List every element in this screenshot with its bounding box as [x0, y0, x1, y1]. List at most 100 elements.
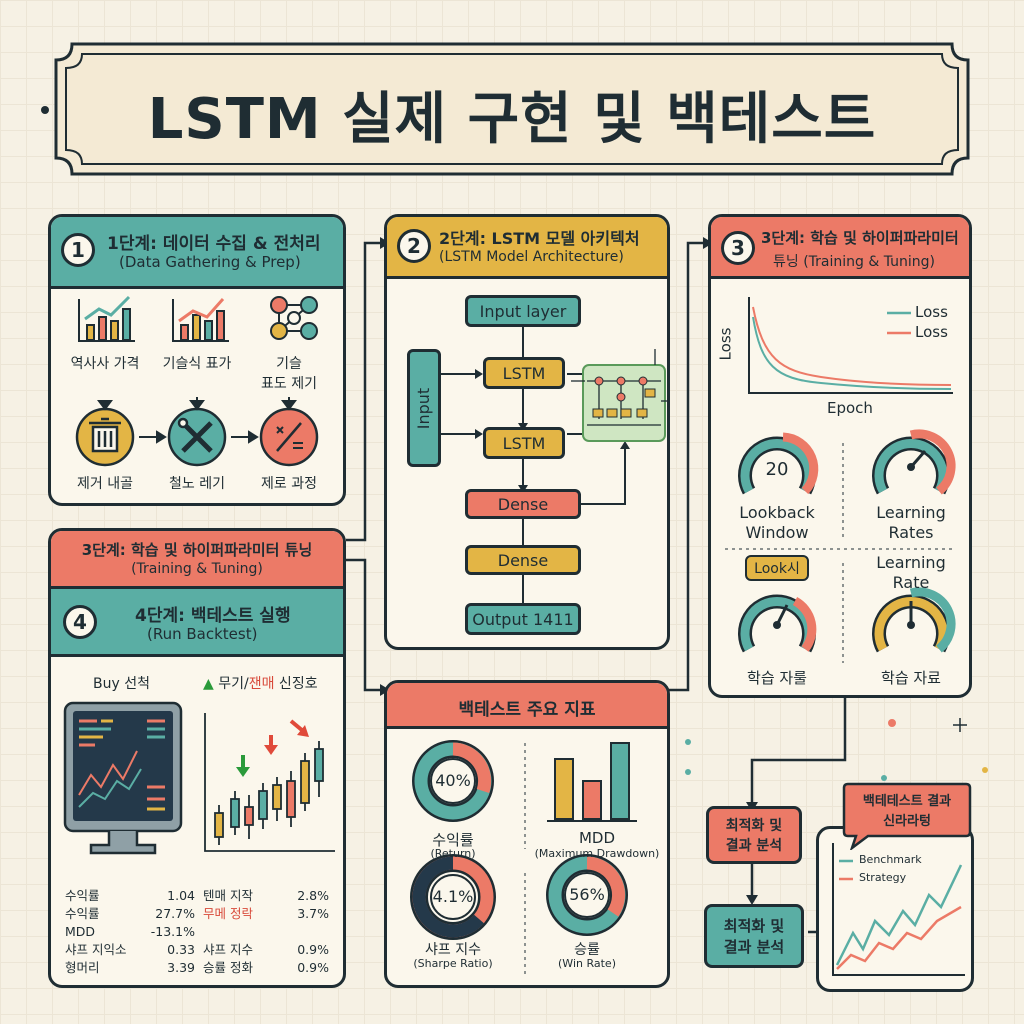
stat-row-right: 텐매 지작 2.8%: [203, 887, 329, 905]
step1-label-tech: 기슬: [276, 356, 302, 372]
training-banner-subtitle: (Training & Tuning): [131, 561, 263, 577]
sharpe-value: 4.1%: [432, 887, 474, 906]
lstm-layer-1: LSTM: [483, 357, 565, 389]
callout-line1: 백테테스트 결과: [862, 794, 952, 809]
learning-rates-gauge: [872, 429, 956, 495]
sharpe-label: 샤프 지수: [425, 942, 481, 958]
output-layer-box: Output 1411: [465, 603, 581, 635]
results-callout: 백테테스트 결과 신라라텅: [842, 780, 972, 850]
stat-left-value: 3.39: [167, 960, 195, 975]
stat-left-value: -13.1%: [150, 924, 195, 939]
step3-title: 3단계: 학습 및 하이퍼파라미터: [761, 229, 959, 247]
stat-right-label: 텐매 지작: [203, 888, 253, 903]
step1-card: 1 1단계: 데이터 수집 & 전처리 (Data Gathering & Pr…: [48, 214, 346, 506]
price-chart-icon: [78, 295, 135, 342]
callout-bubble: [842, 782, 972, 850]
input-side-label: Input: [414, 387, 434, 429]
stat-left-label: 수익률: [65, 888, 100, 903]
stats-left: 수익률 1.04 수익률 27.7% MDD -13.1% 샤프 지익소 0.33 형머…: [65, 887, 195, 977]
stat-right-label: 무메 정락: [203, 906, 253, 921]
signal-label: ▲ 무기/잰매 신징호: [203, 676, 318, 692]
optimize-box-2-line2: 결과 분석: [723, 938, 785, 956]
rates-label: Rates: [888, 523, 934, 542]
stat-row-left: 수익률 27.7%: [65, 905, 195, 923]
title-banner-frame: [54, 42, 970, 176]
lookback-gauge-value: 20: [765, 459, 789, 480]
step4-header: [51, 589, 343, 657]
lookback-label: Lookback: [739, 503, 815, 522]
learning-label: Learning: [876, 503, 946, 522]
buy-label: Buy 선척: [93, 676, 150, 692]
callout-line2: 신라라텅: [883, 814, 931, 829]
step1-header: [51, 217, 343, 289]
monitor-icon: [63, 701, 183, 855]
optimize-box-1-line2: 결과 분석: [725, 838, 783, 854]
signal-c: 신징호: [274, 676, 318, 692]
lstm-layer-2: LSTM: [483, 427, 565, 459]
rate-label: Rate: [892, 573, 930, 592]
metrics-visuals: [410, 740, 637, 977]
legend-loss-1: Loss: [915, 303, 948, 321]
legend-strategy: Strategy: [859, 871, 907, 884]
optimize-box-2: 최적화 및 결과 분석: [704, 904, 804, 968]
step2-card: 2 2단계: LSTM 모델 아키텍처 (LSTM Model Architec…: [384, 214, 670, 650]
step2-subtitle: (LSTM Model Architecture): [439, 249, 624, 265]
step1-label-remove: 표도 제기: [261, 376, 317, 392]
optimize-box-2-line1: 최적화 및: [723, 917, 785, 935]
sharpe-sub: (Sharpe Ratio): [413, 957, 493, 970]
stat-right-label: 샤프 지수: [203, 942, 253, 957]
network-icon: [270, 296, 318, 340]
step3-title-line2: 튜닝 (Training & Tuning): [773, 254, 936, 270]
stat-row-right: 샤프 지수 0.9%: [203, 941, 329, 959]
return-label: 수익률: [432, 831, 474, 849]
title-banner: LSTM 실제 구현 및 백테스트: [52, 40, 972, 178]
dense-layer-2: Dense: [465, 545, 581, 575]
stat-left-value: 0.33: [167, 942, 195, 957]
trash-icon: [75, 407, 135, 467]
epoch-axis-label: Epoch: [827, 399, 873, 417]
step2-number: 2: [397, 229, 431, 263]
step1-subtitle: (Data Gathering & Prep): [119, 253, 301, 271]
results-line-chart: [832, 843, 965, 976]
stat-row-left: MDD -13.1%: [65, 923, 195, 941]
input-layer-box: Input layer: [465, 295, 581, 327]
signal-b: 잰매: [248, 676, 275, 692]
stat-left-value: 27.7%: [155, 906, 195, 921]
return-sub: (Return): [430, 847, 476, 860]
stat-right-value: 0.9%: [297, 942, 329, 957]
stat-row-left: 형머리 3.39: [65, 959, 195, 977]
learning-rate-label: Learning: [876, 553, 946, 572]
step2-title: 2단계: LSTM 모델 아키텍처: [439, 229, 640, 248]
step4-title: 4단계: 백테스트 실행: [135, 606, 291, 626]
stat-row-left: 샤프 지익소 0.33: [65, 941, 195, 959]
stat-left-label: 형머리: [65, 960, 100, 975]
legend-benchmark: Benchmark: [859, 853, 922, 866]
backtest-visuals: [63, 701, 335, 855]
training-data-label-2: 학습 자료: [881, 669, 941, 687]
stat-row-left: 수익률 1.04: [65, 887, 195, 905]
look-badge: Look시: [745, 555, 809, 581]
win-sub: (Win Rate): [558, 957, 616, 970]
stat-left-label: 샤프 지익소: [65, 942, 127, 957]
stat-left-value: 1.04: [167, 888, 195, 903]
input-side-box: Input: [407, 349, 441, 467]
page-title: LSTM 실제 구현 및 백테스트: [147, 87, 877, 152]
training-data-label-1: 학습 자룰: [747, 669, 807, 687]
loss-axis-label: Loss: [716, 327, 735, 361]
candlestick-chart: [204, 713, 335, 852]
stat-left-label: MDD: [65, 924, 96, 939]
step2-header: [387, 217, 667, 279]
mdd-sub: (Maximum Drawdown): [534, 847, 660, 860]
normalize-icon: [259, 407, 319, 467]
step1-icons: [75, 295, 319, 467]
stat-right-value: 2.8%: [297, 888, 329, 903]
stat-spacer: [203, 923, 329, 941]
legend-loss-2: Loss: [915, 323, 948, 341]
training-banner-title: 3단계: 학습 및 하이퍼파라미터 튜닝: [81, 541, 313, 559]
stat-left-label: 수익률: [65, 906, 100, 921]
step4-number: 4: [63, 605, 97, 639]
step1-label-indicator: 기슬식 표가: [162, 356, 232, 372]
